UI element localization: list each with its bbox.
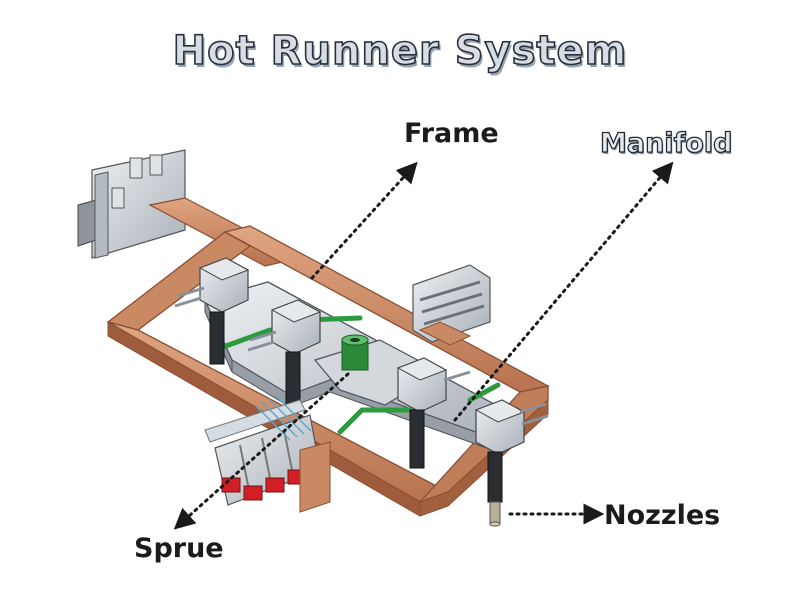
sprue-label: Sprue <box>134 533 224 564</box>
heater-block-4 <box>474 399 549 455</box>
frame-label: Frame <box>404 118 499 149</box>
heater-block-3 <box>396 357 471 413</box>
valve-stack <box>204 395 331 513</box>
heater-block-1 <box>174 257 250 313</box>
sprue-bushing <box>341 334 369 371</box>
manifold-arrow <box>453 161 674 422</box>
sprue-arrow <box>173 372 350 530</box>
connector-plate <box>77 149 186 259</box>
side-actuator <box>412 264 491 346</box>
frame-arrow <box>310 161 418 280</box>
nozzles-label: Nozzles <box>604 500 721 531</box>
diagram-title: Hot Runner System <box>172 27 628 75</box>
heater-block-2 <box>247 299 322 355</box>
manifold-label: Manifold <box>599 127 733 159</box>
callout-arrows <box>173 161 674 530</box>
nozzles <box>209 311 503 527</box>
